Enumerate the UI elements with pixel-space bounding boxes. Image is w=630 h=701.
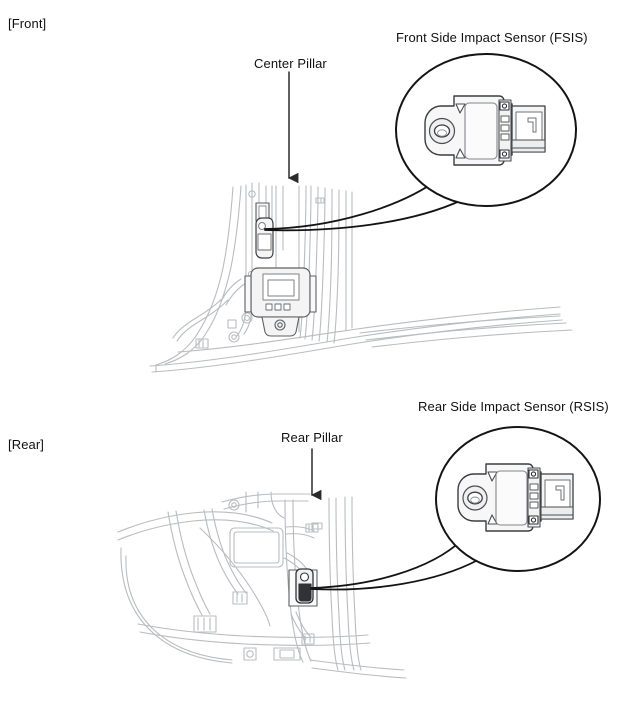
pillar-module-wings — [244, 275, 317, 313]
section-tag-front: [Front] — [8, 16, 47, 31]
rsis-rib-end-caps — [528, 469, 539, 525]
rsis-connector-base — [540, 506, 574, 520]
rsis-connector-inner — [544, 479, 571, 508]
fsis-connector-base — [511, 139, 546, 153]
pillar-upper-clip-inner — [258, 205, 267, 219]
fsis-rib-lines — [500, 115, 510, 141]
fsis-leader-lines — [264, 177, 463, 232]
pillar-module-base — [261, 316, 300, 337]
pillar-module-tabs — [265, 303, 291, 311]
rsis-leader-lines — [310, 539, 479, 591]
section-tag-rear: [Rear] — [8, 437, 45, 452]
front-sensor-detail — [257, 222, 272, 251]
fsis-callout-label: Front Side Impact Sensor (FSIS) — [396, 30, 588, 45]
fsis-rib-end-caps — [499, 101, 510, 159]
rear-pillar-label: Rear Pillar — [281, 430, 343, 445]
rsis-face-panel — [495, 470, 528, 526]
fsis-direction-marks — [455, 103, 466, 159]
pillar-module-inner — [262, 273, 300, 301]
rsis-direction-marks — [487, 471, 498, 525]
rsis-rib-lines — [529, 483, 539, 509]
rsis-bolt-hole-inner — [470, 496, 480, 504]
rear-pillar-linework — [117, 491, 407, 679]
rsis-callout-label: Rear Side Impact Sensor (RSIS) — [418, 399, 609, 414]
fsis-connector-inner — [515, 111, 543, 141]
fsis-bolt-hole-inner — [437, 129, 447, 137]
fsis-face-panel — [464, 102, 498, 160]
center-pillar-linework — [149, 182, 573, 373]
rear-sensor-body-fill — [298, 583, 312, 602]
rear-sensor-hole — [299, 572, 310, 582]
center-pillar-label: Center Pillar — [254, 56, 327, 71]
